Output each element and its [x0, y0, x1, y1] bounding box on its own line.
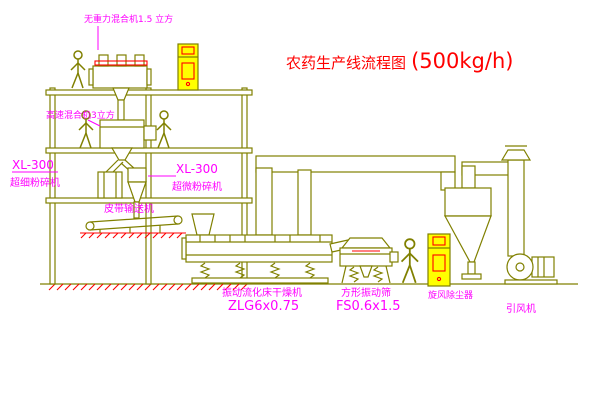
control-panel-top — [177, 43, 199, 91]
exhaust-stack — [500, 145, 532, 257]
worker-figure — [70, 50, 86, 89]
label-vibrating-screen: 方形振动筛 — [341, 286, 391, 299]
worker-figure — [400, 238, 419, 284]
label-vibrating-screen-model: FS0.6x1.5 — [336, 299, 401, 314]
label-belt-conveyor: 皮带输送机 — [104, 202, 154, 215]
belt-conveyor — [85, 215, 183, 233]
label-high-speed-mixer: 高速混合机3立方 — [46, 109, 115, 121]
title-capacity: (500kg/h) — [411, 49, 513, 73]
mezzanine-hatch — [80, 232, 186, 239]
fluid-bed-dryer — [181, 213, 351, 284]
cyclone-collector — [127, 167, 147, 219]
building-frame — [45, 87, 253, 285]
title-text: 农药生产线流程图 — [286, 54, 406, 72]
label-gravity-mixer: 无重力混合机1.5 立方 — [84, 13, 173, 25]
label-fluid-bed-dryer-model: ZLG6x0.75 — [228, 299, 299, 314]
label-mill-left-name: 超细粉碎机 — [10, 176, 60, 189]
label-mill-center-model: XL-300 — [176, 162, 218, 176]
label-mill-center-name: 超微粉碎机 — [172, 180, 222, 193]
high-speed-mixer — [99, 119, 157, 175]
zero-gravity-mixer — [88, 54, 152, 121]
exhaust-duct — [255, 155, 456, 236]
ground-line — [40, 283, 578, 291]
diagram-title: 农药生产线流程图 (500kg/h) — [286, 49, 513, 73]
label-leader-lines — [12, 26, 176, 177]
control-panel-ground — [427, 233, 451, 287]
cyclone-separator — [443, 161, 511, 280]
worker-figure — [156, 110, 172, 149]
label-induced-draft-fan: 引风机 — [506, 302, 536, 315]
label-fluid-bed-dryer: 振动流化床干燥机 — [222, 286, 302, 299]
vibrating-screen — [339, 237, 399, 284]
label-cyclone: 旋风除尘器 — [428, 289, 473, 301]
pulverizer — [97, 171, 123, 199]
induced-draft-fan — [504, 253, 558, 285]
ground-hatch — [48, 283, 248, 291]
label-mill-left-model: XL-300 — [12, 158, 54, 172]
